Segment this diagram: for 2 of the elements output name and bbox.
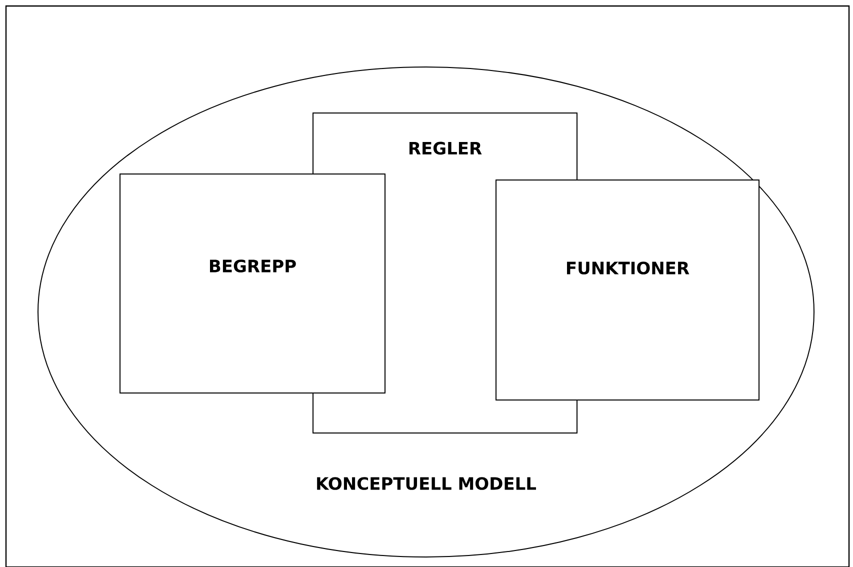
- concept-box: FUNKTIONER: [496, 180, 760, 400]
- concept-box: BEGREPP: [120, 174, 386, 394]
